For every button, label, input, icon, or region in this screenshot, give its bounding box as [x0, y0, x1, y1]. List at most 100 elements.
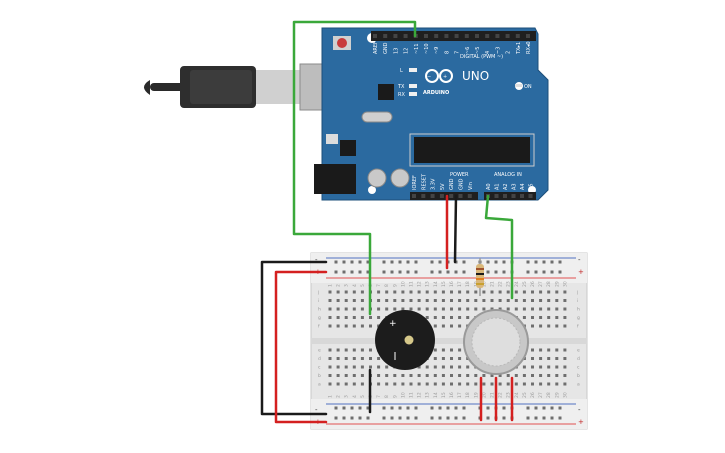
breadboard-hole — [458, 307, 462, 311]
rail-hole — [534, 406, 538, 410]
rail-hole — [382, 416, 386, 420]
usb-cable — [144, 63, 339, 111]
breadboard-hole — [506, 374, 510, 377]
breadboard-hole — [328, 290, 332, 294]
digital-pin-label: 12 — [404, 48, 410, 54]
breadboard-hole — [531, 348, 534, 352]
power-pin-label: GND — [449, 178, 455, 190]
breadboard-hole — [450, 382, 453, 386]
breadboard-hole — [458, 290, 462, 294]
breadboard-hole — [522, 382, 526, 386]
rail-hole — [334, 406, 338, 410]
column-number: 7 — [376, 395, 382, 398]
breadboard-hole — [352, 374, 356, 377]
breadboard-hole — [393, 290, 397, 294]
breadboard-hole — [466, 290, 470, 294]
row-letter: b — [318, 373, 321, 379]
column-number: 2 — [336, 395, 342, 398]
column-number: 22 — [498, 392, 504, 398]
rail-hole — [342, 270, 346, 274]
breadboard-hole — [547, 365, 551, 369]
rail-sign-right-plus-bottom: + — [578, 418, 584, 426]
breadboard-hole — [441, 316, 445, 319]
reset-button[interactable] — [337, 38, 347, 48]
rail-sign-right-minus-bottom: - — [578, 406, 581, 414]
breadboard-hole — [563, 316, 567, 319]
breadboard-hole — [498, 299, 502, 302]
power-pin-label: IOREF — [412, 175, 418, 190]
rail-hole — [382, 260, 386, 264]
rail-hole — [558, 406, 562, 410]
breadboard-hole — [328, 382, 332, 386]
breadboard-hole — [369, 357, 372, 360]
breadboard-hole — [547, 324, 551, 328]
rail-sign-bottom-minus: - — [315, 406, 318, 414]
breadboard-hole — [377, 365, 381, 369]
breadboard-hole — [531, 290, 534, 294]
header-pin — [475, 34, 479, 38]
header-pin — [421, 194, 426, 198]
rail-hole — [438, 416, 442, 420]
column-number: 14 — [433, 281, 439, 287]
rail-hole — [454, 416, 458, 420]
rail-hole — [558, 416, 562, 420]
breadboard-hole — [360, 307, 364, 311]
breadboard-hole — [474, 382, 478, 386]
breadboard-hole — [360, 324, 364, 328]
rail-hole — [414, 260, 418, 264]
digital-pin-label: ~3 — [495, 47, 501, 54]
breadboard-hole — [563, 374, 567, 377]
rail-hole — [358, 406, 362, 410]
gas-sensor — [463, 309, 529, 375]
power-label: POWER — [450, 172, 469, 178]
breadboard-hole — [441, 382, 445, 386]
breadboard-hole — [409, 382, 413, 386]
column-number: 29 — [554, 281, 560, 287]
rail-hole — [342, 416, 346, 420]
usb-chip — [378, 84, 394, 100]
rail-hole — [454, 270, 458, 274]
digital-header — [371, 31, 536, 41]
column-number: 17 — [457, 392, 463, 398]
breadboard-hole — [377, 316, 381, 319]
header-pin — [412, 194, 416, 198]
breadboard-hole — [401, 299, 405, 302]
breadboard-hole — [539, 357, 543, 360]
breadboard-hole — [490, 307, 494, 311]
power-pin-label: Vin — [468, 182, 474, 190]
breadboard-hole — [433, 307, 437, 311]
breadboard-hole — [352, 382, 356, 386]
breadboard-hole — [441, 324, 445, 328]
breadboard-hole — [352, 307, 356, 311]
capacitor — [390, 168, 410, 188]
rail-hole — [366, 406, 370, 410]
header-pin — [485, 34, 490, 38]
breadboard-hole — [417, 299, 421, 302]
column-number: 25 — [522, 281, 528, 287]
breadboard-hole — [425, 307, 429, 311]
power-pin-label: RESET — [421, 173, 427, 190]
breadboard-hole — [328, 348, 332, 352]
breadboard: 1122334455667788991010111112121313141415… — [310, 252, 588, 430]
column-number: 12 — [417, 281, 423, 287]
breadboard-hole — [377, 357, 381, 360]
breadboard-hole — [328, 307, 332, 311]
rail-hole — [366, 260, 370, 264]
column-number: 17 — [457, 281, 463, 287]
breadboard-hole — [498, 307, 502, 311]
breadboard-hole — [401, 382, 405, 386]
breadboard-hole — [393, 299, 397, 302]
breadboard-hole — [539, 324, 543, 328]
column-number: 1 — [328, 284, 334, 287]
breadboard-hole — [450, 290, 453, 294]
breadboard-hole — [417, 374, 421, 377]
breadboard-hole — [555, 348, 559, 352]
breadboard-hole — [474, 290, 478, 294]
breadboard-hole — [433, 365, 437, 369]
rail-hole — [438, 260, 442, 264]
column-number: 3 — [344, 284, 350, 287]
rail-hole — [542, 416, 546, 420]
breadboard-hole — [522, 290, 526, 294]
breadboard-hole — [369, 324, 372, 328]
